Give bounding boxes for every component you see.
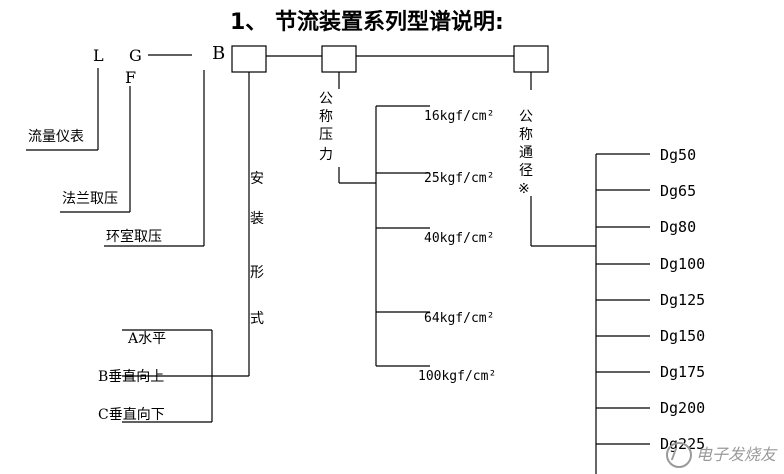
watermark-text: 电子发烧友 — [695, 444, 776, 464]
watermark-logo-icon — [665, 442, 692, 468]
pressure-value: 40kgf/cm² — [424, 231, 495, 246]
install-option-horizontal: A水平 — [128, 331, 167, 347]
pressure-label-char-2: 称 — [319, 109, 333, 125]
install-form-char-2: 装 — [250, 211, 264, 227]
diameter-value: Dg125 — [660, 291, 706, 309]
code-F: F — [125, 68, 137, 87]
code-G: G — [129, 46, 142, 65]
install-form-char-4: 式 — [250, 311, 264, 327]
install-form-char-3: 形 — [250, 265, 264, 281]
pressure-label-char-1: 公 — [319, 91, 333, 107]
diameter-value: Dg65 — [660, 182, 697, 200]
diameter-value: Dg80 — [660, 218, 697, 236]
pressure-label-char-4: 力 — [319, 147, 333, 163]
box-nominal-pressure — [321, 45, 357, 73]
device-type-flange-tap: 法兰取压 — [62, 191, 118, 207]
watermark: 电子发烧友 — [665, 441, 776, 468]
diameter-value: Dg175 — [660, 363, 706, 381]
pressure-value: 100kgf/cm² — [418, 369, 497, 384]
diameter-value: Dg100 — [660, 255, 706, 273]
install-option-vertical-down: C垂直向下 — [98, 407, 165, 423]
diagram-title: 1、 节流装置系列型谱说明: — [230, 10, 504, 35]
pressure-value: 25kgf/cm² — [424, 171, 495, 186]
diameter-value: Dg150 — [660, 327, 706, 345]
diameter-value: Dg50 — [660, 146, 697, 164]
device-type-annular-chamber-tap: 环室取压 — [106, 229, 162, 245]
device-type-flowmeter: 流量仪表 — [28, 129, 84, 145]
diameter-label-char-5: ※ — [518, 181, 530, 197]
code-L: L — [93, 46, 104, 65]
pressure-value: 16kgf/cm² — [424, 109, 495, 124]
box-nominal-diameter — [513, 45, 549, 73]
box-install-form — [231, 45, 267, 73]
pressure-value: 64kgf/cm² — [424, 311, 495, 326]
diameter-label-char-4: 径 — [519, 163, 533, 179]
diameter-label-char-3: 通 — [519, 145, 533, 161]
install-form-char-1: 安 — [250, 171, 264, 187]
install-option-vertical-up: B垂直向上 — [98, 369, 165, 385]
diameter-value: Dg200 — [660, 399, 706, 417]
code-B: B — [212, 43, 226, 64]
diameter-label-char-1: 公 — [519, 109, 533, 125]
pressure-label-char-3: 压 — [319, 127, 333, 143]
diameter-label-char-2: 称 — [519, 127, 533, 143]
